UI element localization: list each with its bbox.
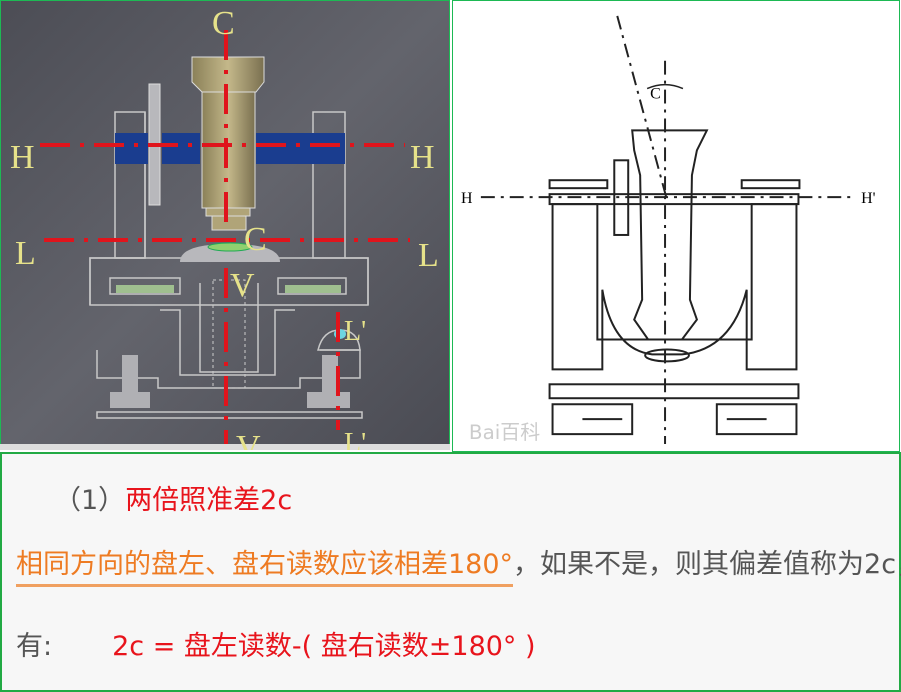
definition-rest: ，如果不是，则其偏差值称为2c， xyxy=(513,549,901,580)
label-c-top: C xyxy=(212,5,235,42)
label-h-prime: H' xyxy=(861,190,875,207)
heading-title: 两倍照准差2c xyxy=(125,485,293,516)
explanation-panel: （1）两倍照准差2c 相同方向的盘左、盘右读数应该相差180°，如果不是，则其偏… xyxy=(0,452,901,692)
right-instrument-sketch: C H H' Bai百科 xyxy=(452,0,900,452)
heading: （1）两倍照准差2c xyxy=(54,478,292,517)
left-instrument-diagram: C H H L L C V L' V L' xyxy=(0,0,450,450)
heading-number: （1） xyxy=(54,485,126,516)
label-c-mid: C xyxy=(244,221,267,258)
label-l-prime-top: L' xyxy=(344,316,366,347)
definition: 相同方向的盘左、盘右读数应该相差180°，如果不是，则其偏差值称为2c， xyxy=(16,542,901,587)
label-h: H xyxy=(461,190,473,207)
label-v-bottom: V xyxy=(236,429,261,450)
label-l-prime-bottom: L' xyxy=(344,428,366,450)
formula-prefix: 有: xyxy=(16,631,53,662)
label-c: C xyxy=(650,86,661,103)
baike-watermark: Bai百科 xyxy=(469,421,540,444)
formula: 2c = 盘左读数-( 盘右读数±180° ) xyxy=(112,631,536,662)
label-v-top: V xyxy=(230,267,255,304)
definition-highlight: 相同方向的盘左、盘右读数应该相差180° xyxy=(16,549,514,587)
label-l-left: L xyxy=(15,235,36,272)
label-h-left: H xyxy=(10,139,35,176)
formula-line: 有: 2c = 盘左读数-( 盘右读数±180° ) xyxy=(16,624,536,663)
label-h-right: H xyxy=(410,139,435,176)
label-l-right: L xyxy=(418,237,439,274)
